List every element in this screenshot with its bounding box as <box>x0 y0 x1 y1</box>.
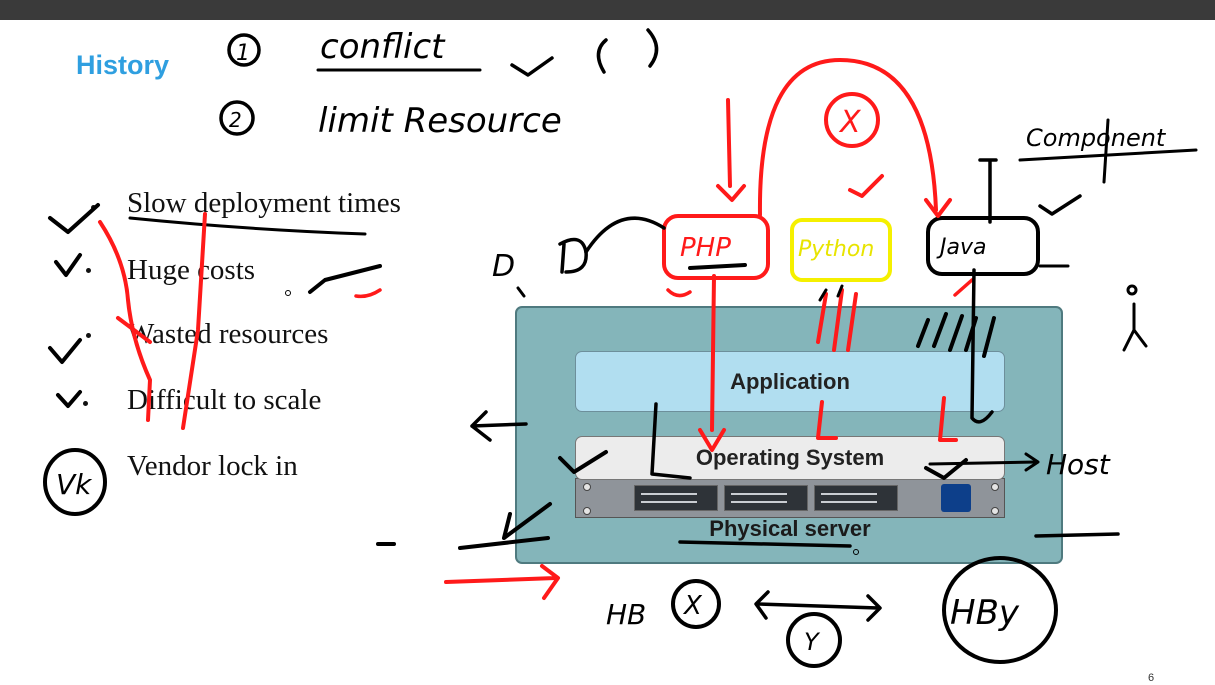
vendor-circle <box>43 448 107 516</box>
x-circle <box>824 92 880 148</box>
note-number-circle-2 <box>219 100 255 136</box>
php-underline <box>688 263 747 270</box>
paren-open <box>596 38 608 74</box>
check-mark <box>1038 194 1082 216</box>
vendor-mark: Vk <box>56 468 93 501</box>
check-mark <box>54 253 82 277</box>
window-top-bar <box>0 0 1215 20</box>
check-mark <box>48 338 82 364</box>
red-check <box>848 174 884 198</box>
red-mark <box>953 278 974 297</box>
drive-bay <box>814 485 898 511</box>
bullet-dot <box>86 333 91 338</box>
note-number-2: 2 <box>229 108 242 132</box>
x-mark-bottom: X <box>682 591 703 621</box>
x-circle-bottom <box>671 579 721 629</box>
ink-stroke <box>978 158 998 224</box>
red-arrow-head <box>716 184 746 202</box>
server-rack-image <box>575 478 1005 518</box>
stick-figure-head <box>1126 284 1138 296</box>
check-mark <box>56 390 82 408</box>
operating-system-layer: Operating System <box>575 436 1005 480</box>
red-arrow-head <box>924 198 952 218</box>
check-mark <box>510 56 554 77</box>
x-mark: X <box>838 105 862 140</box>
power-button-icon <box>941 484 971 512</box>
application-layer: Application <box>575 351 1005 412</box>
drive-bay <box>634 485 718 511</box>
os-label: Operating System <box>695 445 885 470</box>
rack-screw <box>991 507 999 515</box>
rack-screw <box>583 507 591 515</box>
ink-dot <box>285 290 291 296</box>
black-hatch <box>818 284 844 302</box>
slow-underline <box>128 216 367 236</box>
red-arc <box>757 58 938 217</box>
page-number: 6 <box>1148 672 1155 684</box>
ink-stroke <box>558 237 588 274</box>
note-limit-resource: limit Resource <box>318 101 562 141</box>
ink-connector <box>584 216 666 254</box>
bullet-huge-costs: Huge costs <box>127 254 256 286</box>
left-mark: D <box>492 249 515 284</box>
hby-circle <box>942 556 1058 664</box>
java-label: Java <box>936 235 986 260</box>
php-box <box>662 214 770 280</box>
y-circle <box>786 612 842 668</box>
note-conflict: conflict <box>320 27 446 67</box>
component-underline <box>1018 148 1198 162</box>
bullet-dot <box>86 268 91 273</box>
red-arrow <box>726 98 732 188</box>
python-label: Python <box>798 237 874 262</box>
check-mark <box>308 264 382 294</box>
red-mark <box>354 288 382 299</box>
python-box <box>790 218 892 282</box>
slide-title: History <box>76 50 170 80</box>
bullet-slow-deployment: Slow deployment times <box>127 187 401 219</box>
note-number-circle-1 <box>227 33 261 67</box>
double-arrow <box>754 590 882 622</box>
bullet-vendor-lock-in: Vendor lock in <box>127 450 298 482</box>
ink-stroke <box>1102 118 1110 184</box>
paren-close <box>646 28 659 68</box>
stick-figure-body <box>1122 302 1148 352</box>
drive-bay <box>724 485 808 511</box>
rack-screw <box>583 483 591 491</box>
note-number-1: 1 <box>236 41 250 66</box>
component-label: Component <box>1026 124 1167 152</box>
red-arrow <box>444 564 560 600</box>
physical-server-label: Physical server <box>709 516 871 541</box>
java-box <box>926 216 1040 276</box>
hby-label: HBy <box>950 593 1020 633</box>
red-mark <box>666 288 692 298</box>
application-label: Application <box>730 368 850 394</box>
bullet-difficult-to-scale: Difficult to scale <box>127 384 322 416</box>
bullet-wasted-resources: Wasted resources <box>127 318 329 350</box>
php-label: PHP <box>680 233 731 263</box>
y-mark: Y <box>804 628 821 656</box>
rack-screw <box>991 483 999 491</box>
hb-label: HB <box>606 598 646 631</box>
bullet-dot <box>83 401 88 406</box>
bullet-dot <box>91 205 96 210</box>
ink-stroke <box>516 286 526 298</box>
